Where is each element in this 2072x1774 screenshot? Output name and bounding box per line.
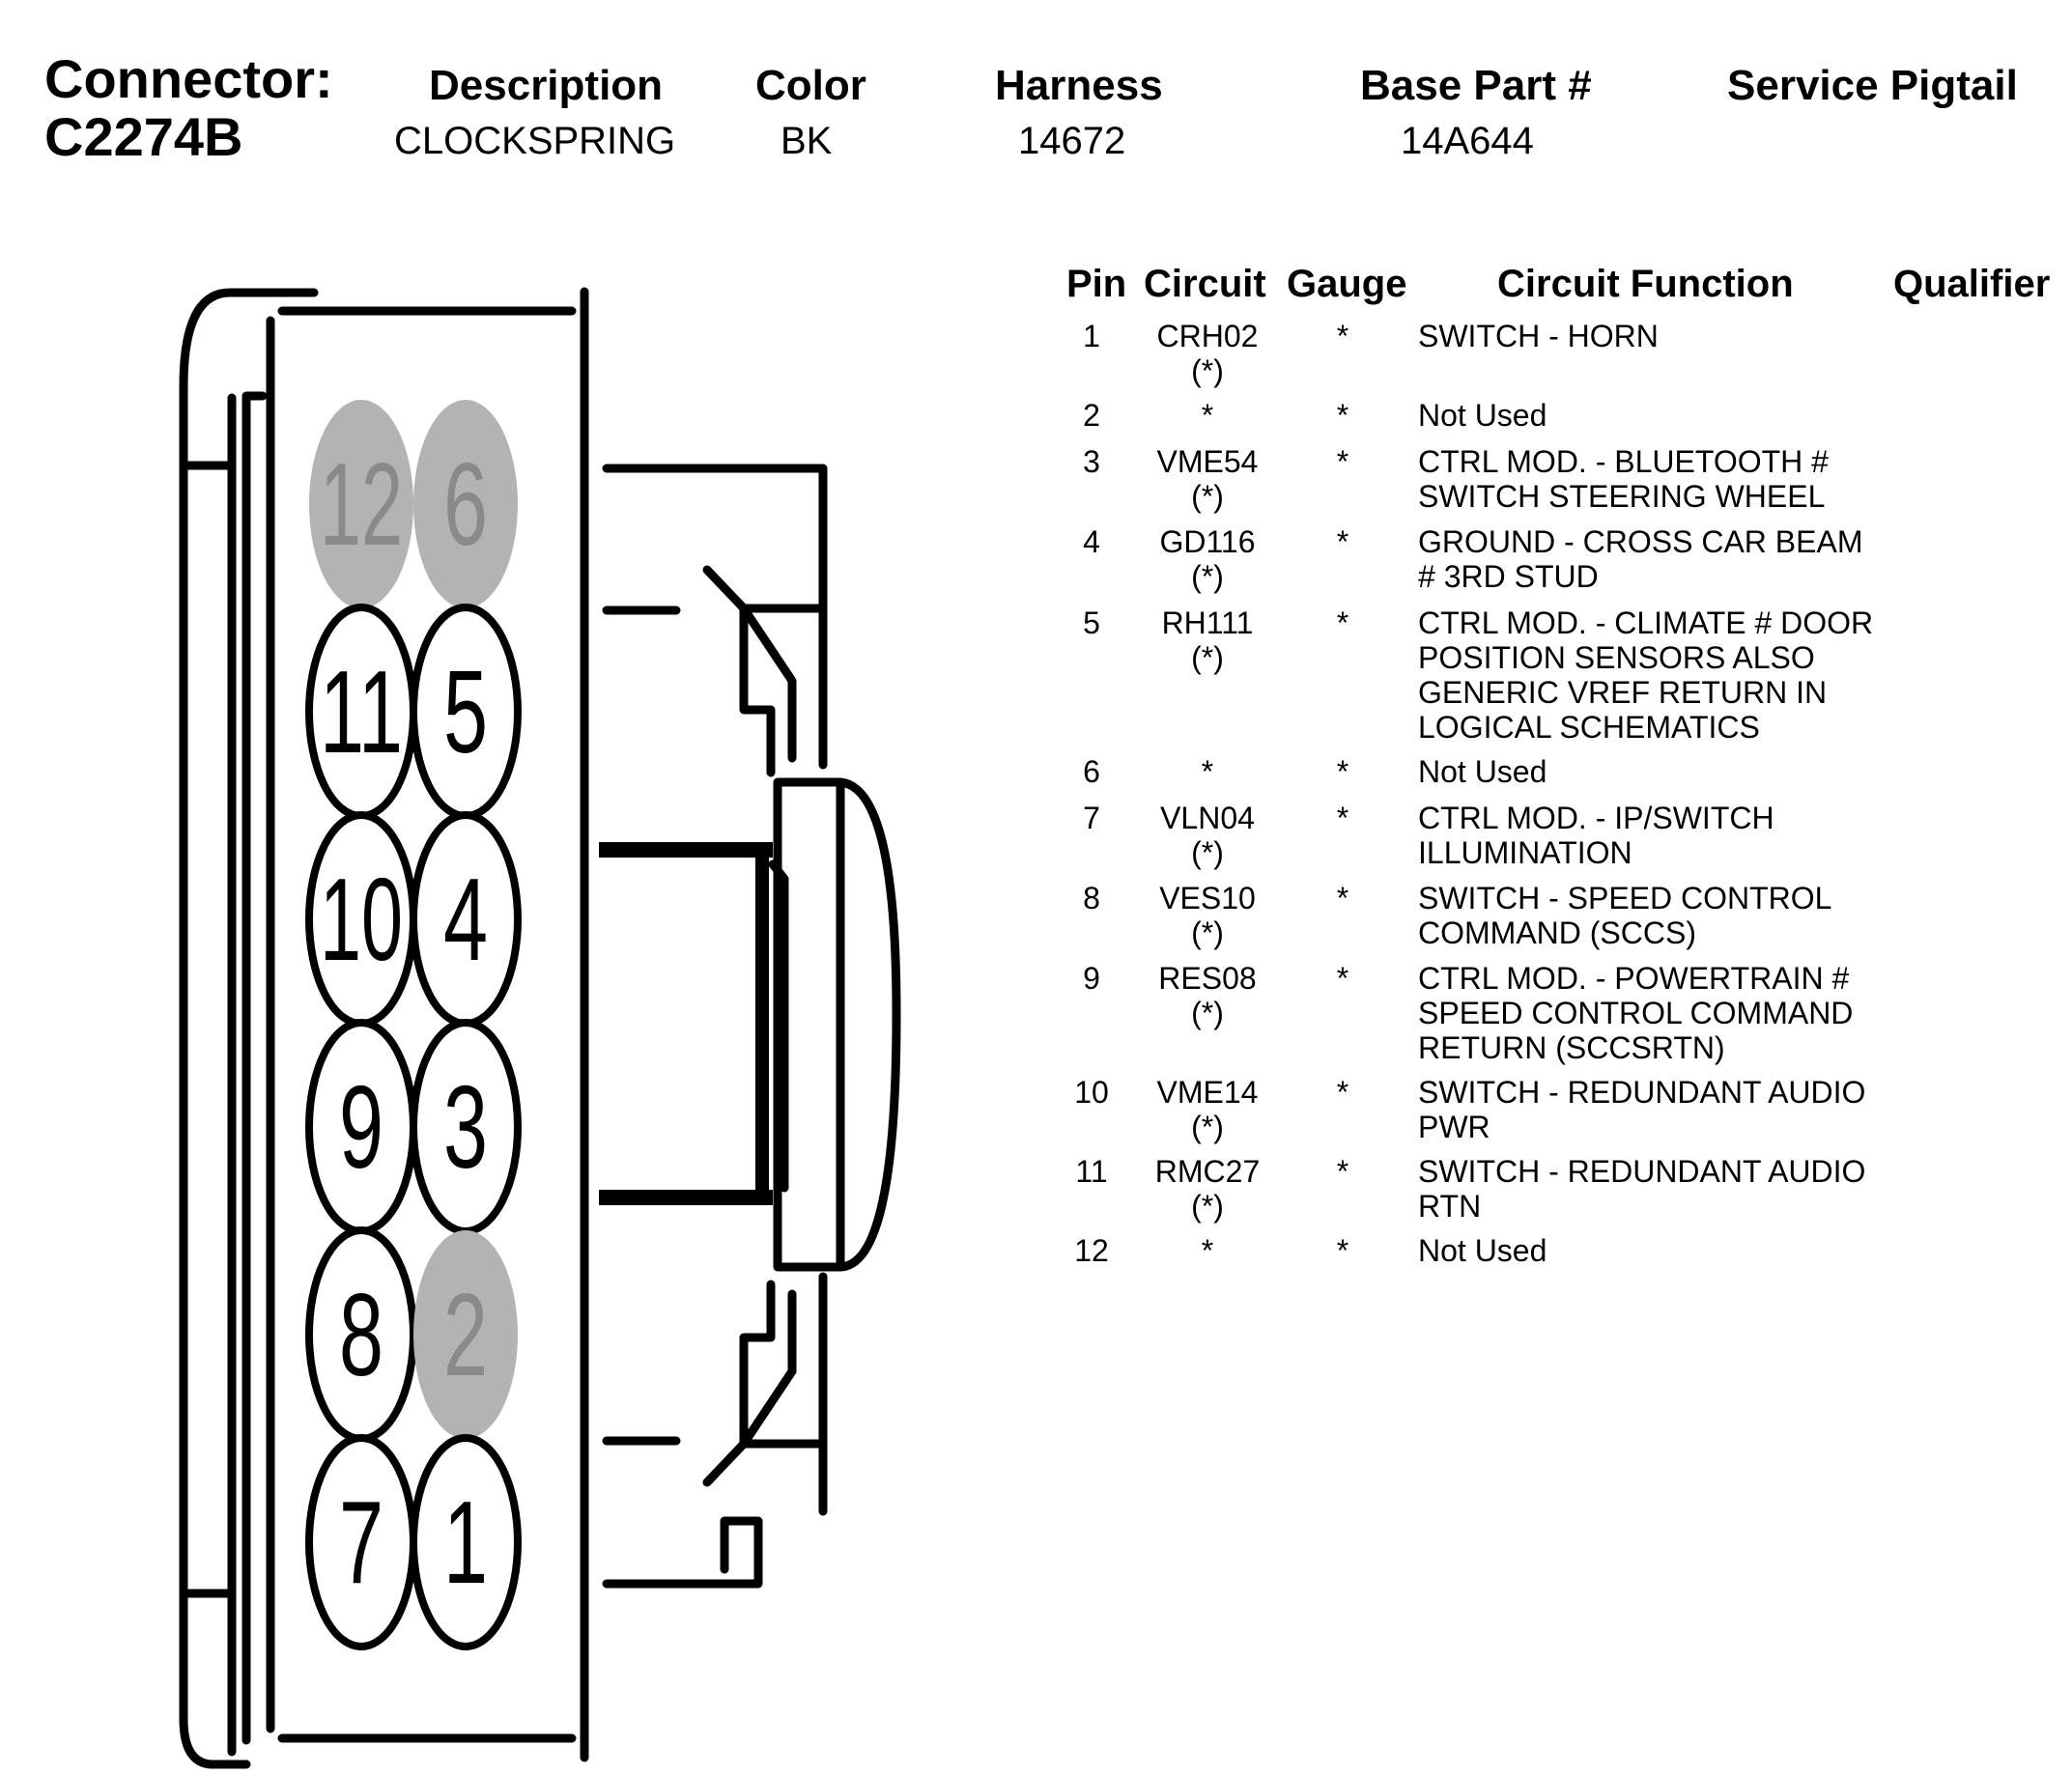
cavity-2 bbox=[413, 1230, 518, 1439]
latch-bar-side bbox=[755, 850, 769, 1197]
header-columns: Description CLOCKSPRING Color BK Harness… bbox=[0, 0, 2072, 193]
latch-bar-bottom bbox=[599, 1190, 773, 1205]
circuit-id: VES10(*) bbox=[1159, 881, 1256, 950]
cavity-label-8: 8 bbox=[339, 1269, 383, 1400]
circuit-function: CTRL MOD. - BLUETOOTH #SWITCH STEERING W… bbox=[1418, 444, 1829, 514]
circuit-function: Not Used bbox=[1418, 398, 1547, 433]
circuit-function: Not Used bbox=[1418, 1233, 1547, 1268]
service-pigtail-label: Service Pigtail bbox=[1727, 62, 2018, 109]
circuit-id: RMC27(*) bbox=[1154, 1154, 1261, 1224]
col-header-circuit: Circuit bbox=[1144, 263, 1266, 305]
pin-number: 8 bbox=[1083, 881, 1100, 915]
latch-bar-top bbox=[599, 842, 773, 858]
gauge-value: * bbox=[1336, 1154, 1349, 1189]
cavity-label-1: 1 bbox=[443, 1477, 488, 1608]
cavity-label-2: 2 bbox=[443, 1269, 488, 1400]
cavity-label-6: 6 bbox=[443, 438, 488, 570]
pin-number: 6 bbox=[1083, 754, 1100, 789]
col-header-pin: Pin bbox=[1066, 263, 1127, 305]
connector-id: C2274B bbox=[44, 106, 243, 167]
base-part-value: 14A644 bbox=[1401, 120, 1534, 162]
cavity-12 bbox=[309, 400, 413, 608]
cavity-label-9: 9 bbox=[339, 1061, 383, 1193]
pin-number: 11 bbox=[1075, 1154, 1108, 1189]
cavity-label-11: 11 bbox=[320, 646, 403, 777]
cavity-1 bbox=[410, 1434, 522, 1650]
circuit-id: GD116(*) bbox=[1159, 524, 1256, 594]
base-part-label: Base Part # bbox=[1360, 62, 1592, 109]
cavity-label-3: 3 bbox=[443, 1061, 488, 1193]
gauge-value: * bbox=[1336, 1075, 1349, 1110]
cavity-label-12: 12 bbox=[320, 438, 403, 570]
pin-number: 10 bbox=[1074, 1075, 1109, 1110]
pin-number: 1 bbox=[1083, 319, 1100, 353]
cavity-6 bbox=[413, 400, 518, 608]
pin-number: 9 bbox=[1083, 961, 1100, 996]
pin-number: 12 bbox=[1074, 1233, 1109, 1268]
circuit-id: CRH02(*) bbox=[1156, 319, 1259, 388]
color-value: BK bbox=[781, 120, 833, 162]
circuit-function: CTRL MOD. - POWERTRAIN #SPEED CONTROL CO… bbox=[1418, 961, 1854, 1065]
col-header-qualifier: Qualifier bbox=[1893, 263, 2051, 305]
gauge-value: * bbox=[1336, 1233, 1349, 1268]
col-header-circuit-function: Circuit Function bbox=[1497, 263, 1794, 305]
circuit-id: VLN04(*) bbox=[1160, 801, 1255, 870]
description-label: Description bbox=[429, 62, 664, 109]
harness-label: Harness bbox=[995, 62, 1163, 109]
gauge-value: * bbox=[1336, 319, 1349, 353]
color-label: Color bbox=[755, 62, 866, 109]
gauge-value: * bbox=[1336, 524, 1349, 559]
cavity-label-7: 7 bbox=[339, 1477, 383, 1608]
circuit-id: * bbox=[1201, 754, 1214, 789]
connector-housing bbox=[179, 287, 901, 1769]
cavity-label-4: 4 bbox=[443, 854, 488, 985]
circuit-id: * bbox=[1201, 398, 1214, 433]
description-value: CLOCKSPRING bbox=[394, 120, 676, 162]
circuit-function: GROUND - CROSS CAR BEAM# 3RD STUD bbox=[1418, 524, 1863, 594]
circuit-function: SWITCH - HORN bbox=[1418, 319, 1659, 353]
harness-value: 14672 bbox=[1018, 120, 1126, 162]
gauge-value: * bbox=[1336, 754, 1349, 789]
circuit-id: * bbox=[1201, 1233, 1214, 1268]
pin-number: 2 bbox=[1083, 398, 1100, 433]
circuit-id: RES08(*) bbox=[1158, 961, 1257, 1030]
col-header-gauge: Gauge bbox=[1287, 263, 1407, 305]
gauge-value: * bbox=[1336, 881, 1349, 915]
connector-title: Connector: C2274B bbox=[44, 50, 333, 166]
gauge-value: * bbox=[1336, 605, 1349, 640]
connector-label: Connector: bbox=[44, 48, 333, 109]
pin-number: 5 bbox=[1083, 605, 1100, 640]
gauge-value: * bbox=[1336, 961, 1349, 996]
circuit-function: Not Used bbox=[1418, 754, 1547, 789]
circuit-id: VME14(*) bbox=[1156, 1075, 1259, 1144]
circuit-id: VME54(*) bbox=[1156, 444, 1259, 514]
pin-number: 3 bbox=[1083, 444, 1100, 479]
gauge-value: * bbox=[1336, 801, 1349, 835]
cavity-label-5: 5 bbox=[443, 646, 488, 777]
pin-number: 7 bbox=[1083, 801, 1100, 835]
gauge-value: * bbox=[1336, 398, 1349, 433]
pin-number: 4 bbox=[1083, 524, 1100, 559]
circuit-id: RH111(*) bbox=[1161, 605, 1254, 675]
cavity-label-10: 10 bbox=[320, 854, 403, 985]
gauge-value: * bbox=[1336, 444, 1349, 479]
